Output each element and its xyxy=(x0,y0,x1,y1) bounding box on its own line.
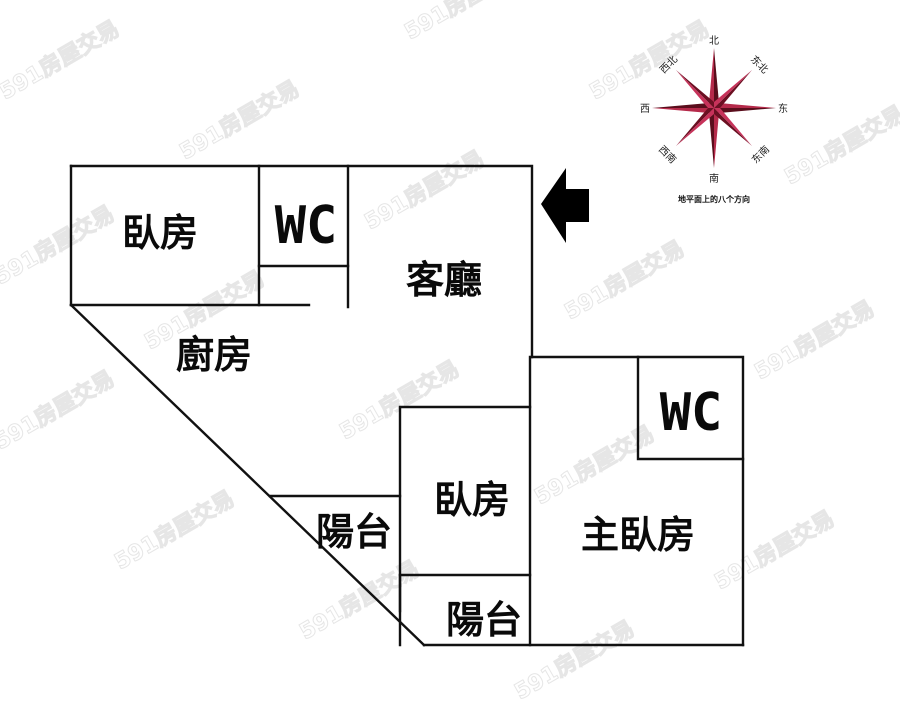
room-label-kitchen: 廚房 xyxy=(176,333,252,377)
room-label-master-bedroom: 主臥房 xyxy=(581,513,695,557)
watermark-text: 591房屋交易 xyxy=(110,486,239,575)
watermark-text: 591房屋交易 xyxy=(750,296,879,385)
room-label-living-room: 客廳 xyxy=(406,258,482,302)
compass-north: 北 xyxy=(709,35,719,47)
watermark-text: 591房屋交易 xyxy=(0,201,119,290)
room-label-wc-master: WC xyxy=(660,383,723,443)
watermark-text: 591房屋交易 xyxy=(0,16,124,105)
watermark-text: 591房屋交易 xyxy=(360,146,489,235)
compass-southwest: 西南 xyxy=(656,143,679,166)
compass-northeast: 东北 xyxy=(748,53,771,76)
room-label-wc-top: WC xyxy=(275,196,338,256)
master-block-wall xyxy=(530,355,745,647)
outer-wall-diagonal xyxy=(69,303,426,647)
walls xyxy=(69,164,745,647)
left-arrow-icon xyxy=(541,168,589,243)
watermark-text: 591房屋交易 xyxy=(780,101,900,190)
compass-caption: 地平面上的八个方向 xyxy=(678,194,750,204)
watermark-text: 591房屋交易 xyxy=(710,506,839,595)
compass-south: 南 xyxy=(709,172,719,185)
compass-star-icon xyxy=(652,48,776,168)
watermark-text: 591房屋交易 xyxy=(0,366,119,455)
room-label-balcony-left: 陽台 xyxy=(316,510,392,554)
outer-wall-north xyxy=(69,164,534,359)
watermark-text: 591房屋交易 xyxy=(175,76,304,165)
compass-east: 东 xyxy=(778,102,788,115)
compass-west: 西 xyxy=(640,104,650,115)
watermark-text: 591房屋交易 xyxy=(295,556,424,645)
compass-southeast: 东南 xyxy=(749,143,772,166)
room-label-bedroom-middle: 臥房 xyxy=(434,478,510,522)
watermark-text: 591房屋交易 xyxy=(400,0,529,45)
master-wc-wall xyxy=(636,355,745,461)
room-labels: 臥房 WC 客廳 廚房 陽台 臥房 陽台 WC 主臥房 xyxy=(122,196,722,642)
room-label-balcony-bottom: 陽台 xyxy=(446,598,522,642)
room-label-bedroom-top-left: 臥房 xyxy=(122,211,198,255)
middle-bedroom-wall xyxy=(398,405,532,613)
watermark-text: 591房屋交易 xyxy=(560,236,689,325)
watermark-text: 591房屋交易 xyxy=(530,421,659,510)
